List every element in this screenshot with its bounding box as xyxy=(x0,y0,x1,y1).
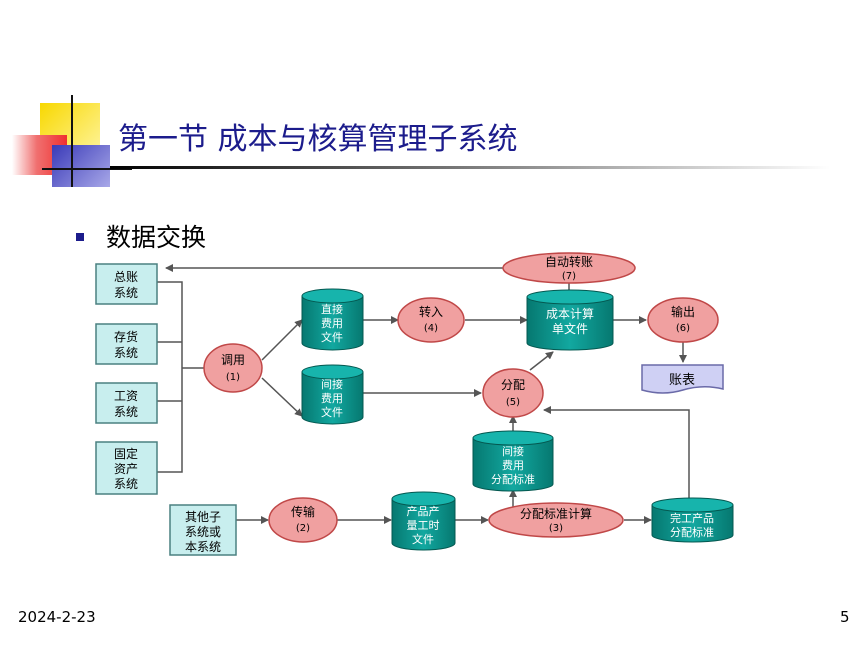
process-invoke: 调用 (1) xyxy=(203,343,263,393)
svg-text:账表: 账表 xyxy=(669,373,695,388)
connector-finished-to-allocate xyxy=(543,406,690,500)
svg-text:文件: 文件 xyxy=(321,405,343,419)
store-cost-sheet: 成本计算 单文件 xyxy=(526,289,614,351)
store-indirect-alloc-std: 间接 费用 分配标准 xyxy=(472,430,554,492)
bullet-text: 数据交换 xyxy=(106,223,207,252)
process-allocate: 分配 (5) xyxy=(482,368,544,418)
svg-text:(7): (7) xyxy=(562,271,576,282)
svg-text:文件: 文件 xyxy=(321,330,343,344)
title-decoration xyxy=(0,0,860,200)
svg-text:系统: 系统 xyxy=(114,286,138,300)
svg-text:费用: 费用 xyxy=(321,317,343,330)
svg-text:(3): (3) xyxy=(549,523,563,534)
svg-text:输出: 输出 xyxy=(671,304,695,319)
process-output: 输出 (6) xyxy=(647,297,719,343)
svg-text:分配标准计算: 分配标准计算 xyxy=(520,506,592,521)
connector-invoke-to-indirect xyxy=(261,377,303,417)
svg-text:系统: 系统 xyxy=(114,405,138,419)
bullet-marker xyxy=(76,233,84,241)
process-transmit: 传输 (2) xyxy=(268,497,338,543)
svg-text:分配: 分配 xyxy=(501,378,525,392)
svg-text:(4): (4) xyxy=(424,323,438,334)
svg-text:成本计算: 成本计算 xyxy=(546,306,594,321)
deco-vertical-line xyxy=(71,95,73,187)
title-underline xyxy=(110,166,830,169)
deco-horizontal-line xyxy=(42,168,132,170)
svg-text:资产: 资产 xyxy=(114,462,138,476)
svg-text:总账: 总账 xyxy=(114,270,138,284)
slide-title: 第一节 成本与核算管理子系统 xyxy=(118,122,518,157)
svg-text:固定: 固定 xyxy=(114,446,138,461)
process-auto-transfer: 自动转账 (7) xyxy=(502,252,636,284)
svg-text:文件: 文件 xyxy=(412,532,434,546)
svg-text:工资: 工资 xyxy=(114,389,138,403)
system-payroll: 工资 系统 xyxy=(95,382,158,424)
svg-text:(2): (2) xyxy=(296,523,310,534)
svg-text:分配标准: 分配标准 xyxy=(491,472,535,486)
connector-bracket xyxy=(157,281,183,473)
svg-text:转入: 转入 xyxy=(419,304,443,319)
connectors xyxy=(157,264,690,524)
report-document: 账表 xyxy=(641,364,724,394)
svg-text:费用: 费用 xyxy=(502,459,524,472)
svg-text:其他子: 其他子 xyxy=(185,510,221,524)
svg-text:传输: 传输 xyxy=(291,504,315,519)
store-product-hours: 产品产 量工时 文件 xyxy=(391,491,456,551)
svg-text:系统: 系统 xyxy=(114,477,138,491)
svg-text:直接: 直接 xyxy=(321,302,343,316)
system-inventory: 存货 系统 xyxy=(95,323,158,365)
svg-text:间接: 间接 xyxy=(321,378,343,391)
system-general-ledger: 总账 系统 xyxy=(95,263,158,305)
process-calc-standard: 分配标准计算 (3) xyxy=(488,502,624,538)
svg-text:自动转账: 自动转账 xyxy=(545,254,593,269)
footer-date: 2024-2-23 xyxy=(18,608,96,626)
svg-text:系统: 系统 xyxy=(114,346,138,360)
svg-text:系统或: 系统或 xyxy=(185,525,221,539)
store-finished-alloc-std: 完工产品 分配标准 xyxy=(651,497,734,543)
svg-text:分配标准: 分配标准 xyxy=(670,525,714,539)
svg-text:费用: 费用 xyxy=(321,392,343,405)
deco-blue-square xyxy=(52,145,110,187)
system-fixed-assets: 固定 资产 系统 xyxy=(95,441,158,495)
page-number: 5 xyxy=(840,608,850,626)
svg-text:单文件: 单文件 xyxy=(552,321,588,336)
svg-text:量工时: 量工时 xyxy=(407,519,440,532)
svg-text:完工产品: 完工产品 xyxy=(670,511,714,525)
store-direct-cost: 直接 费用 文件 xyxy=(301,288,364,351)
store-indirect-cost: 间接 费用 文件 xyxy=(301,364,364,425)
other-system-box: 其他子 系统或 本系统 xyxy=(169,504,237,556)
svg-text:存货: 存货 xyxy=(114,329,138,344)
connector-allocate-to-costsheet xyxy=(529,351,554,371)
process-transfer-in: 转入 (4) xyxy=(397,297,465,343)
svg-text:间接: 间接 xyxy=(502,445,524,458)
svg-text:产品产: 产品产 xyxy=(407,504,440,518)
svg-text:(5): (5) xyxy=(506,397,520,408)
svg-text:(6): (6) xyxy=(676,323,690,334)
svg-text:调用: 调用 xyxy=(221,353,245,367)
svg-text:(1): (1) xyxy=(226,372,240,383)
svg-text:本系统: 本系统 xyxy=(185,540,221,554)
connector-invoke-to-direct xyxy=(261,319,303,361)
